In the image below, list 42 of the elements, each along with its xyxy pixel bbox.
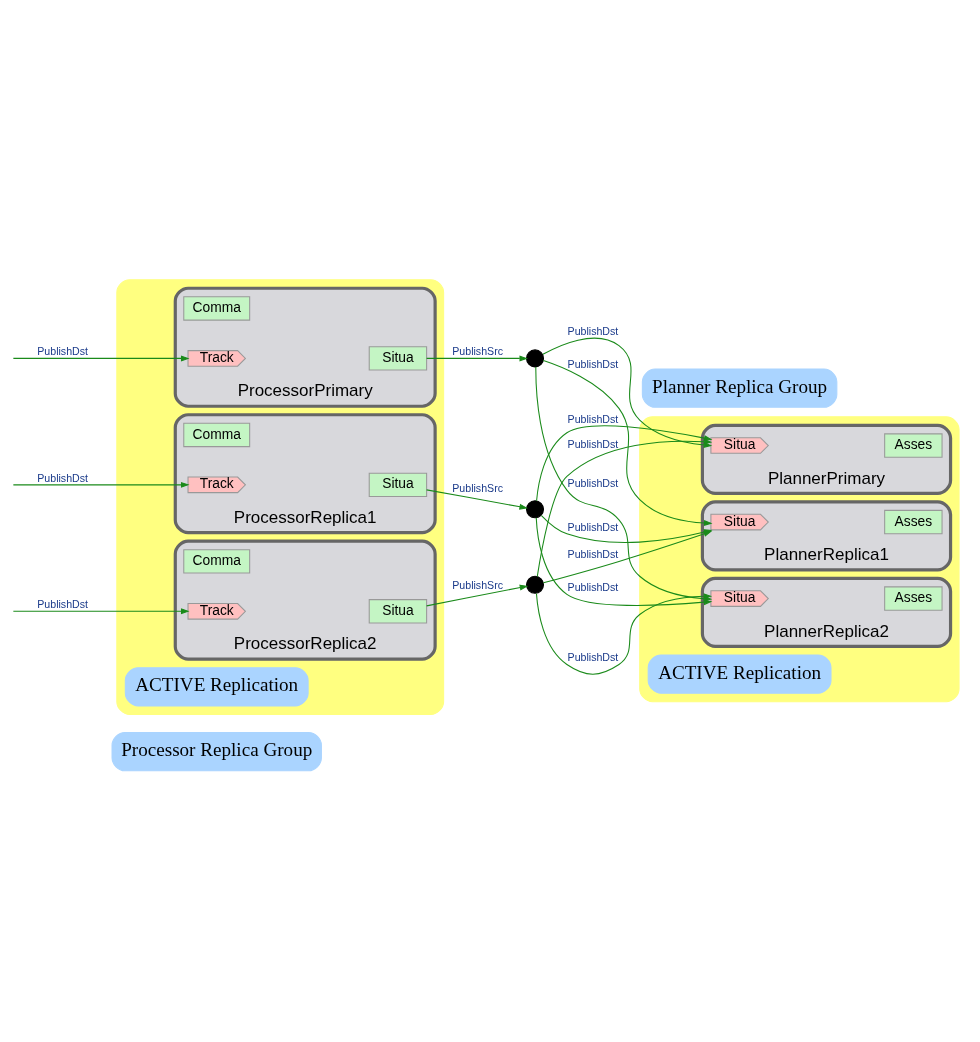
edge-label: PublishDst [567, 413, 619, 426]
node-box: Comma [183, 296, 251, 321]
arrow [12, 608, 190, 615]
node-circle [526, 500, 545, 519]
node-circle [526, 575, 545, 594]
arrow [12, 481, 190, 488]
node-box: Processor Replica Group [111, 731, 322, 772]
arrow [542, 360, 713, 527]
arrow [426, 489, 528, 510]
edge-label: PublishDst [37, 598, 88, 611]
node-box: Situa [368, 346, 428, 371]
edge-label: PublishDst [37, 345, 88, 358]
node-circle [526, 349, 545, 368]
edge-label: PublishDst [567, 357, 619, 370]
node-box: ACTIVE Replication [124, 667, 309, 707]
arrow [542, 337, 713, 448]
arrow [426, 355, 528, 362]
node-box: Comma [183, 549, 251, 574]
cluster [639, 416, 960, 703]
node-box: Situa [368, 472, 428, 498]
node-box: Asses [884, 433, 943, 458]
edge-label: PublishDst [37, 471, 88, 484]
arrow [12, 355, 190, 362]
edge-label: PublishSrc [452, 482, 503, 495]
node-box: Asses [884, 586, 943, 611]
edge-label: PublishSrc [452, 345, 503, 358]
edge-label: PublishDst [567, 548, 619, 561]
arrow [536, 425, 713, 502]
node-box: Planner Replica Group [641, 368, 838, 408]
edge-label: PublishDst [567, 651, 619, 664]
edge-label: PublishDst [567, 476, 619, 489]
edge-label: PublishDst [567, 520, 619, 533]
node-box: Comma [183, 422, 251, 448]
edge-label: PublishSrc [452, 579, 503, 592]
edge-label: PublishDst [567, 581, 619, 594]
edge-label: PublishDst [567, 437, 619, 450]
arrow [426, 584, 529, 607]
node-box: ACTIVE Replication [647, 654, 832, 694]
node-box: Asses [884, 509, 943, 535]
edge-label: PublishDst [567, 325, 619, 338]
node-box: Situa [368, 599, 428, 624]
cluster [116, 279, 445, 715]
